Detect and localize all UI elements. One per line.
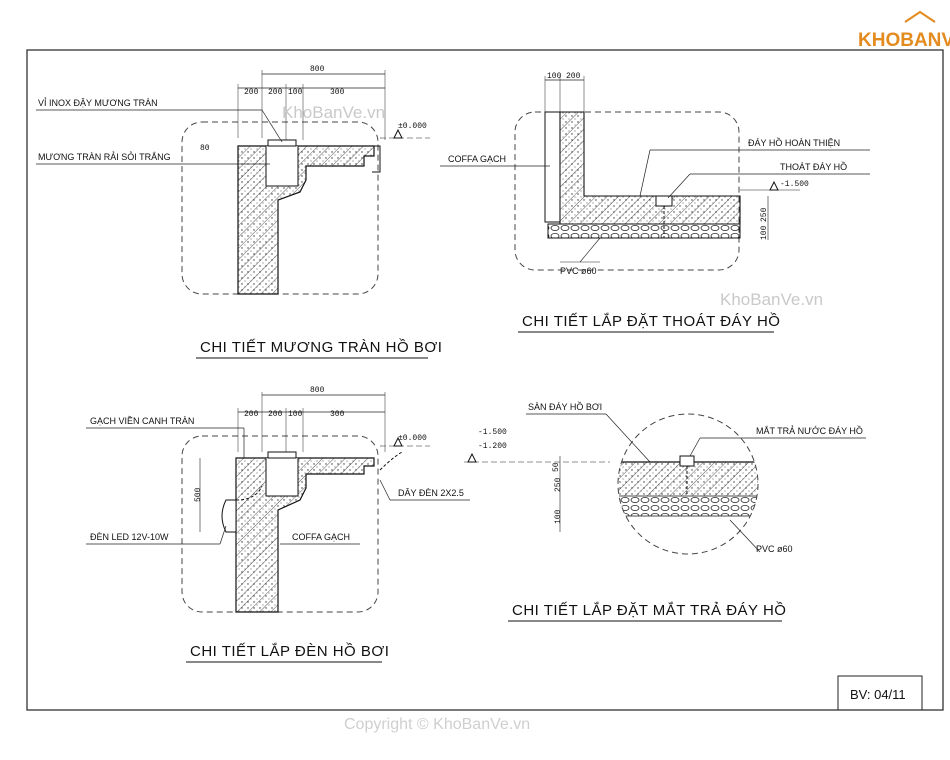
sheet-code-box: BV: 04/11 [837,675,923,711]
label-white-gravel: MƯƠNG TRÀN RẢI SỎI TRẮNG [38,151,171,162]
brand-logo: KHOBANVE [858,10,950,51]
dim-b-v2: 100 [760,225,769,240]
dim-seg-2: 200 [268,88,283,97]
dim-side: 80 [200,144,210,153]
label-coffa-b: COFFA GẠCH [448,154,506,164]
dim-seg-4: 300 [330,88,345,97]
dim-c-side: 500 [194,487,203,502]
detail-bottom-drain: 100 200 PVC ø60 -1.500 250 100 COFFA GẠC… [440,72,870,333]
detail-return-inlet: -1.500 -1.200 50 250 100 SÀN ĐÁY HỒ BƠI … [464,401,866,622]
dim-d-v3: 100 [554,509,563,524]
label-pvc-drain: PVC ø60 [560,266,597,276]
title-return-inlet: CHI TIẾT LẮP ĐẶT MẮT TRẢ ĐÁY HỒ [512,601,786,619]
dim-d-v2: 250 [554,477,563,492]
label-finished-floor: ĐÁY HỒ HOÀN THIỆN [748,137,840,148]
dim-b-1: 100 [547,72,562,81]
watermark-2: KhoBanVe.vn [720,290,823,309]
dim-total: 800 [310,65,325,74]
label-edge-tile: GẠCH VIỀN CANH TRÀN [90,416,194,426]
title-pool-light: CHI TIẾT LẮP ĐÈN HỒ BƠI [190,642,389,660]
title-overflow-channel: CHI TIẾT MƯƠNG TRÀN HỒ BƠI [200,338,442,356]
level-b: -1.500 [780,180,809,189]
level-d-1: -1.500 [478,428,507,437]
level-mark: ±0.000 [398,122,427,131]
logo-text: KHOBANVE [858,30,950,51]
label-pvc-return: PVC ø60 [756,544,793,554]
label-pool-floor: SÀN ĐÁY HỒ BƠI [528,401,602,412]
label-led-light: ĐÈN LED 12V-10W [90,532,169,542]
dim-c-4: 300 [330,410,345,419]
dim-c-1: 200 [244,410,259,419]
dim-seg-1: 200 [244,88,259,97]
label-return-inlet: MẮT TRẢ NƯỚC ĐÁY HỒ [756,425,863,436]
sheet-code: BV: 04/11 [850,687,906,702]
level-c: ±0.000 [398,434,427,443]
dim-b-v1: 250 [760,207,769,222]
level-d-2: -1.200 [478,442,507,451]
dim-c-total: 800 [310,386,325,395]
dim-c-3: 100 [288,410,303,419]
watermark-1: KhoBanVe.vn [282,103,385,122]
copyright-watermark: Copyright © KhoBanVe.vn [344,716,530,733]
sheet-border [26,49,944,711]
dim-b-2: 200 [566,72,581,81]
detail-pool-light: 800 200 200 100 300 ±0.000 500 GẠCH VIỀN… [86,386,470,663]
dim-c-2: 200 [268,410,283,419]
label-inox-grate: VỈ INOX ĐẬY MƯƠNG TRÀN [38,97,158,108]
label-light-cable: DÂY ĐÈN 2X2.5 [398,488,464,498]
label-coffa-c: COFFA GẠCH [292,532,350,542]
label-bottom-drain: THOÁT ĐÁY HỒ [780,161,847,172]
dim-d-v1: 50 [552,462,561,472]
title-bottom-drain: CHI TIẾT LẮP ĐẶT THOÁT ĐÁY HỒ [522,312,780,330]
detail-overflow-channel: 800 200 200 100 300 ±0.000 80 VỈ INOX ĐẬ… [36,65,442,359]
dim-seg-3: 100 [288,88,303,97]
